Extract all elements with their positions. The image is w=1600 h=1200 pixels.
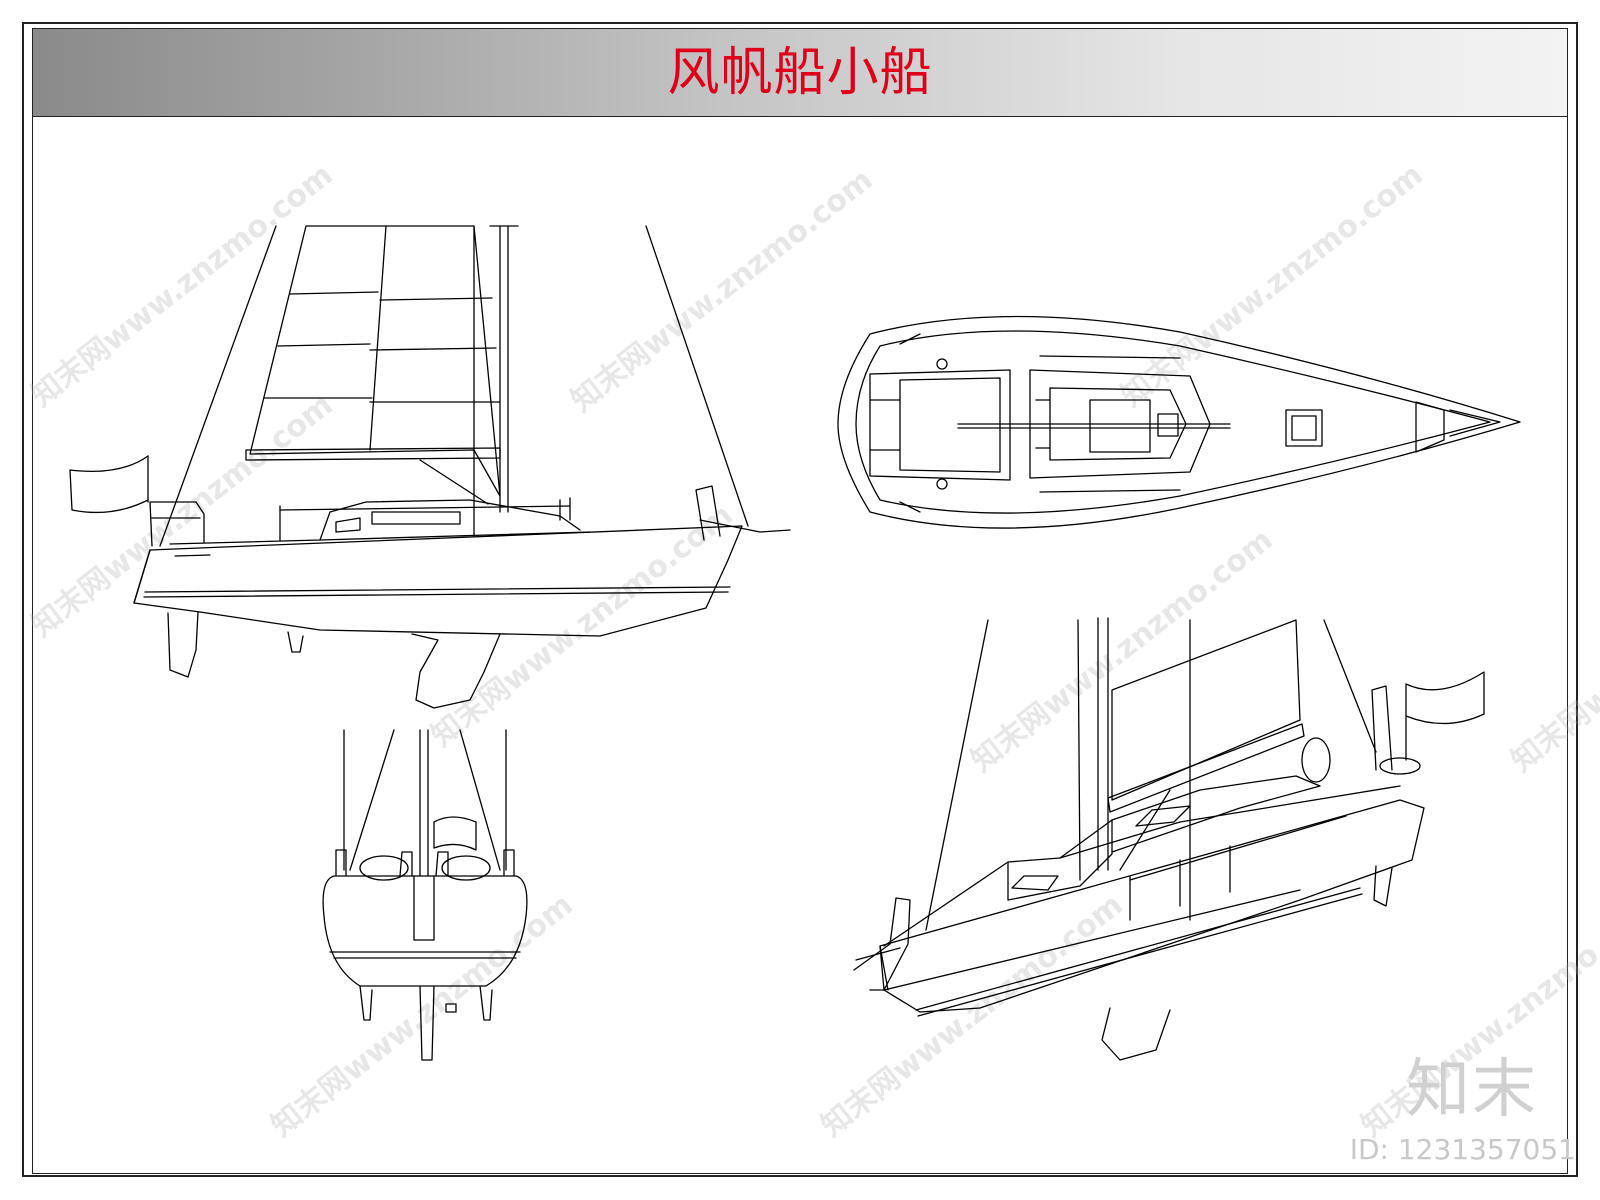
title-bar: 风帆船小船 xyxy=(33,29,1567,117)
brand-logo: 知末 xyxy=(1406,1053,1538,1127)
id-label: ID: 1231357051 xyxy=(1349,1133,1576,1166)
side-elevation-view xyxy=(69,225,791,709)
stern-elevation-view xyxy=(322,729,528,1061)
perspective-view xyxy=(853,617,1485,1061)
drawing-frame-outer xyxy=(22,22,1578,1177)
top-plan-view xyxy=(837,315,1521,529)
drawing-frame-inner xyxy=(32,28,1568,1174)
page-title: 风帆船小船 xyxy=(667,43,933,103)
